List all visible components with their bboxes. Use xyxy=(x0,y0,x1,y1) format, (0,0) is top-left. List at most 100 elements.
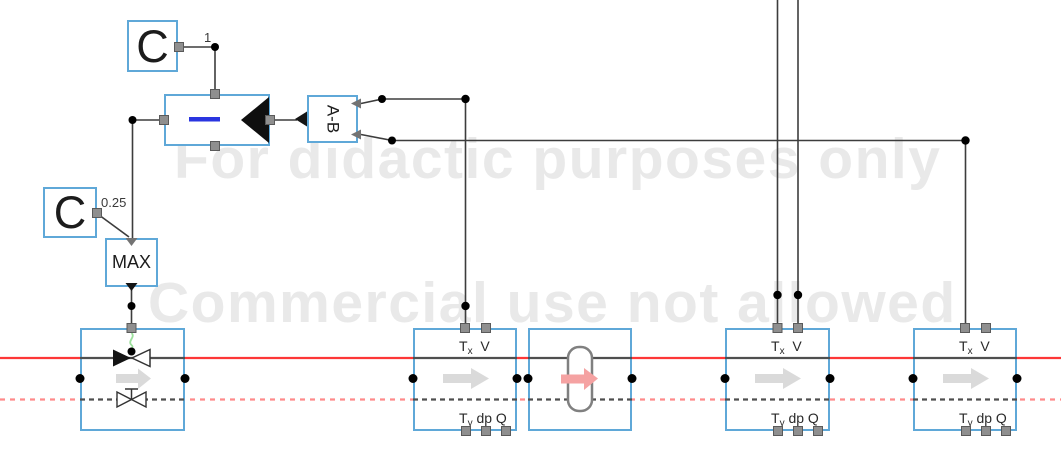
max-block[interactable]: MAX xyxy=(105,238,158,287)
fluid-port[interactable] xyxy=(523,374,533,383)
label-v: V xyxy=(792,338,802,354)
junction-dot xyxy=(378,95,386,103)
pump-flow-arrow-icon xyxy=(561,368,598,390)
fluid-ports xyxy=(75,374,1022,383)
subtract-block[interactable]: A-B xyxy=(307,95,358,143)
connection-pipe3-subtract-b[interactable] xyxy=(360,133,967,329)
signal-connector[interactable] xyxy=(210,89,220,99)
max-output-arrow-icon xyxy=(125,283,138,291)
label-t: T xyxy=(959,410,968,426)
connection-const2-max[interactable] xyxy=(96,212,130,238)
label-y-sub: y xyxy=(467,418,473,429)
return-valve-left-icon xyxy=(116,390,134,409)
label-x-sub: x xyxy=(967,346,973,357)
subtract-input-a-arrow-icon xyxy=(351,98,361,109)
port-label-tx-v: Tx V xyxy=(959,339,990,357)
label-y-sub: y xyxy=(967,418,973,429)
valve-right-triangle-icon xyxy=(130,348,151,368)
subtract-input-b-arrow-icon xyxy=(351,129,361,140)
junction-dot xyxy=(211,43,219,51)
label-v: V xyxy=(980,338,990,354)
label-dp: dp xyxy=(476,410,493,426)
signal-connector[interactable] xyxy=(501,426,511,436)
fluid-port[interactable] xyxy=(512,374,522,383)
label-x-sub: x xyxy=(467,346,473,357)
signal-connector[interactable] xyxy=(159,115,169,125)
junction-dot xyxy=(127,302,136,310)
signal-connector[interactable] xyxy=(174,42,184,52)
signal-connector[interactable] xyxy=(981,323,991,333)
junction-dot xyxy=(128,116,137,124)
max-input-arrow-icon xyxy=(125,238,138,246)
minus-bar-icon xyxy=(189,117,220,122)
label-dp: dp xyxy=(788,410,805,426)
signal-connector[interactable] xyxy=(813,426,823,436)
junction-dot xyxy=(388,136,396,145)
connection-pipe1-subtract-a[interactable] xyxy=(360,98,467,328)
label-t: T xyxy=(771,410,780,426)
junction-dot xyxy=(773,290,782,300)
fluid-port[interactable] xyxy=(908,374,918,383)
pipe-icon xyxy=(413,356,517,401)
port-label-tx-v: Tx V xyxy=(459,339,490,357)
pipe-icon xyxy=(725,356,830,401)
signal-connector[interactable] xyxy=(793,426,803,436)
junction-dots xyxy=(127,43,970,311)
signal-connector[interactable] xyxy=(461,426,471,436)
control-valve-icon xyxy=(80,332,185,409)
flow-arrow-icon xyxy=(755,368,801,389)
flow-arrow-icon xyxy=(443,368,489,389)
fluid-port[interactable] xyxy=(408,374,418,383)
signal-connector[interactable] xyxy=(210,141,220,151)
constant-label: C xyxy=(53,187,87,238)
label-v: V xyxy=(480,338,490,354)
label-t: T xyxy=(459,410,468,426)
signal-connector[interactable] xyxy=(772,323,783,333)
junction-dot xyxy=(793,290,803,300)
connection-division-max[interactable] xyxy=(131,119,165,240)
signal-connector[interactable] xyxy=(981,426,991,436)
fluid-port[interactable] xyxy=(75,374,85,383)
division-block[interactable] xyxy=(164,94,270,146)
max-label: MAX xyxy=(111,252,151,272)
signal-connector[interactable] xyxy=(481,323,491,333)
fluid-port[interactable] xyxy=(825,374,835,383)
label-t: T xyxy=(459,338,468,354)
valve-left-triangle-icon xyxy=(113,349,131,367)
signal-connectors xyxy=(92,42,1011,436)
label-x-sub: x xyxy=(779,346,785,357)
signal-connector[interactable] xyxy=(92,208,102,218)
pipe-block-2[interactable]: Tx V Ty dp Q xyxy=(725,328,830,431)
label-dp: dp xyxy=(976,410,993,426)
junction-dot xyxy=(461,94,470,104)
fluid-port[interactable] xyxy=(720,374,730,383)
division-icon xyxy=(189,97,269,143)
port-label-ty-dp-q: Ty dp Q xyxy=(459,411,507,429)
pipe-block-1[interactable]: Tx V Ty dp Q xyxy=(413,328,517,431)
constant-label: C xyxy=(136,20,169,72)
fluid-port[interactable] xyxy=(1012,374,1022,383)
signal-connector[interactable] xyxy=(773,426,783,436)
signal-connector[interactable] xyxy=(481,426,491,436)
port-label-ty-dp-q: Ty dp Q xyxy=(959,411,1007,429)
signal-connector[interactable] xyxy=(793,323,803,333)
signal-connector[interactable] xyxy=(126,323,137,333)
constant-1-value: 1 xyxy=(204,30,212,45)
return-valve-right-icon xyxy=(129,390,147,409)
junction-dot xyxy=(461,301,470,311)
signal-connector[interactable] xyxy=(1001,426,1011,436)
fluid-port[interactable] xyxy=(180,374,190,383)
label-t: T xyxy=(959,338,968,354)
pipe-icon xyxy=(913,356,1017,401)
signal-connector[interactable] xyxy=(960,323,970,333)
fluid-port[interactable] xyxy=(627,374,637,383)
signal-connector[interactable] xyxy=(460,323,470,333)
junction-dot xyxy=(127,347,136,356)
signal-connector[interactable] xyxy=(265,115,275,125)
flow-arrow-icon xyxy=(943,368,989,389)
signal-connector[interactable] xyxy=(961,426,971,436)
port-label-tx-v: Tx V xyxy=(771,339,802,357)
connection-const1-division[interactable] xyxy=(183,46,216,94)
